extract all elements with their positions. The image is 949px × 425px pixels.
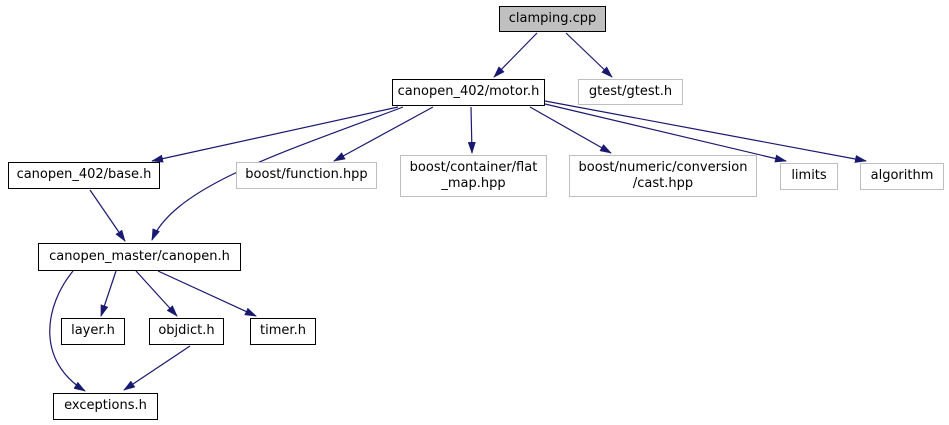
edge-canopen-to-timer: [157, 270, 257, 317]
graph-node-gtest-gtest-h: gtest/gtest.h: [578, 79, 683, 105]
graph-node-clamping-cpp: clamping.cpp: [499, 6, 606, 32]
edge-motor-to-cast: [529, 106, 612, 154]
graph-node-exceptions-h[interactable]: exceptions.h: [53, 393, 158, 420]
edge-motor-to-function: [333, 106, 434, 162]
graph-node-limits: limits: [780, 163, 838, 190]
graph-node-canopen-402-base-h[interactable]: canopen_402/base.h: [8, 162, 160, 189]
edge-motor-to-limits: [544, 103, 787, 163]
edge-clamping-to-gtest: [565, 32, 613, 78]
graph-node-boost-function-hpp: boost/function.hpp: [236, 162, 377, 189]
graph-node-canopen-master-canopen-h[interactable]: canopen_master/canopen.h: [38, 243, 241, 271]
graph-node-algorithm: algorithm: [860, 163, 944, 190]
graph-node-canopen-402-motor-h[interactable]: canopen_402/motor.h: [392, 79, 545, 106]
edge-base-to-canopen: [89, 189, 126, 242]
graph-node-boost-numeric-conversion-cast-hpp: boost/numeric/conversion /cast.hpp: [569, 155, 757, 197]
edge-clamping-to-motor: [493, 32, 538, 78]
edge-canopen-to-layer: [100, 270, 117, 317]
graph-node-layer-h[interactable]: layer.h: [61, 318, 125, 345]
graph-node-objdict-h[interactable]: objdict.h: [149, 318, 224, 345]
edge-canopen-to-objdict: [135, 270, 178, 317]
edge-motor-to-algorithm: [544, 100, 867, 163]
edge-canopen-to-exceptions: [49, 270, 86, 392]
graph-node-timer-h[interactable]: timer.h: [250, 318, 316, 345]
edge-objdict-to-exceptions: [123, 345, 191, 391]
graph-node-boost-container-flat-map-hpp: boost/container/flat _map.hpp: [400, 155, 547, 197]
edge-motor-to-flatmap: [467, 106, 476, 154]
edge-motor-to-base: [151, 106, 399, 163]
